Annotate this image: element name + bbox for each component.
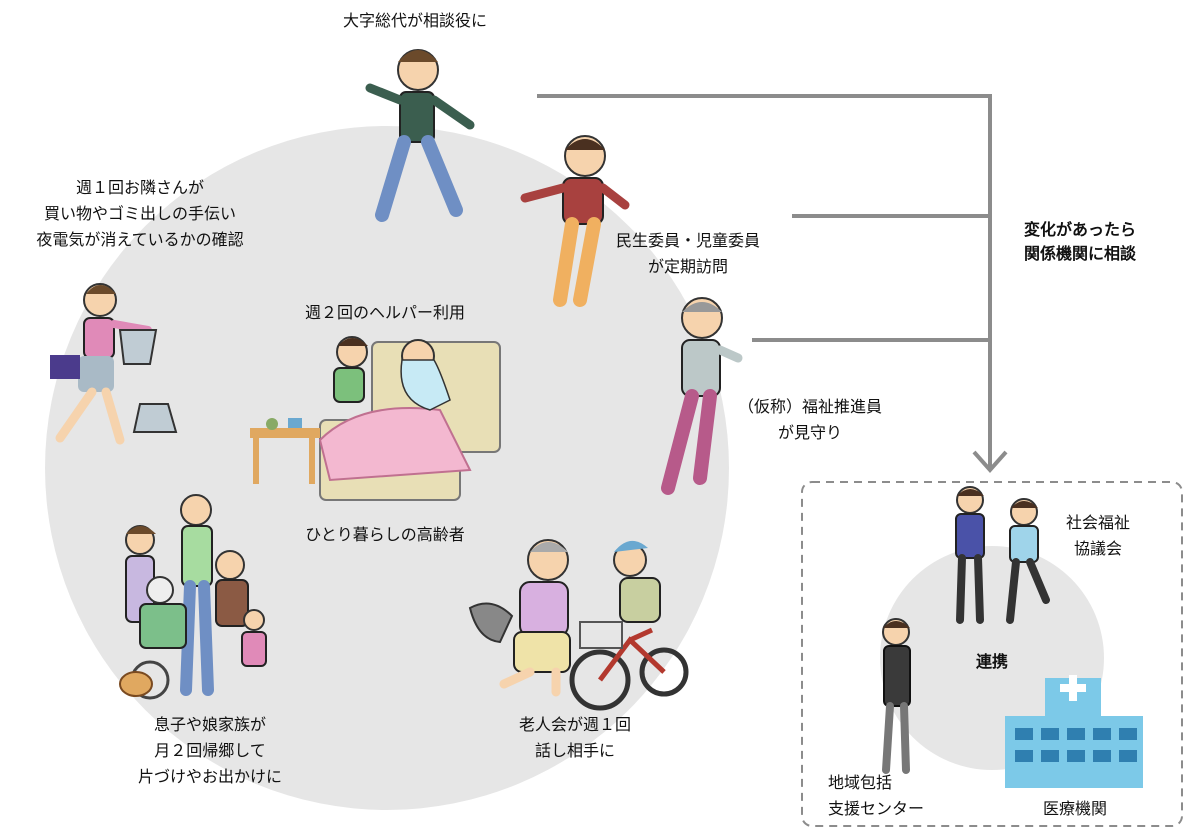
label-shakyo: 社会福祉 協議会	[1050, 510, 1146, 562]
label-shakyo-line-1: 社会福祉	[1065, 513, 1130, 532]
label-helper-line: 週２回のヘルパー利用	[304, 303, 465, 322]
label-elderly: ひとり暮らしの高齢者	[280, 522, 490, 548]
label-consult: 変化があったら 関係機関に相談	[1000, 218, 1160, 266]
label-helper: 週２回のヘルパー利用	[275, 300, 495, 326]
label-minsei-line-2: が定期訪問	[647, 257, 728, 276]
label-family: 息子や娘家族が 月２回帰郷して 片づけやお出かけに	[110, 712, 310, 790]
label-neighbor-line-1: 週１回お隣さんが	[75, 178, 204, 197]
label-neighbor-line-2: 買い物やゴミ出しの手伝い	[43, 204, 236, 223]
label-oaza-line: 大字総代が相談役に	[342, 11, 487, 30]
label-chiiki-line-1: 地域包括	[828, 773, 893, 792]
label-family-line-1: 息子や娘家族が	[153, 715, 266, 734]
label-consult-line-2: 関係機関に相談	[1023, 244, 1136, 263]
label-consult-line-1: 変化があったら	[1023, 220, 1136, 239]
label-elderly-line: ひとり暮らしの高齢者	[305, 525, 465, 544]
label-iryo: 医療機関	[1020, 796, 1130, 822]
label-roujin-line-1: 老人会が週１回	[518, 715, 631, 734]
hospital-icon	[1005, 675, 1143, 788]
chiiki-staff-figure	[882, 618, 911, 774]
connector-lines	[537, 94, 1008, 474]
label-family-line-2: 月２回帰郷して	[154, 741, 266, 760]
label-suishin: （仮称）福祉推進員 が見守り	[724, 394, 896, 446]
label-suishin-line-1: （仮称）福祉推進員	[737, 397, 882, 416]
welfare-promoter-figure	[661, 297, 743, 495]
oaza-representative-figure	[365, 49, 475, 222]
label-iryo-line: 医療機関	[1042, 799, 1107, 818]
label-chiiki-line-2: 支援センター	[828, 799, 925, 818]
label-renkei-line: 連携	[975, 652, 1008, 671]
label-minsei-line-1: 民生委員・児童委員	[615, 231, 760, 250]
helper-and-elderly-figure	[250, 336, 501, 501]
label-neighbor-line-3: 夜電気が消えているかの確認	[36, 230, 244, 249]
label-roujin: 老人会が週１回 話し相手に	[490, 712, 660, 764]
senior-club-figures	[468, 539, 689, 711]
label-minsei: 民生委員・児童委員 が定期訪問	[596, 228, 780, 280]
label-neighbor: 週１回お隣さんが 買い物やゴミ出しの手伝い 夜電気が消えているかの確認	[0, 175, 280, 253]
label-family-line-3: 片づけやお出かけに	[137, 767, 282, 786]
label-roujin-line-2: 話し相手に	[534, 741, 615, 760]
agencies-box	[801, 481, 1183, 827]
label-chiiki: 地域包括 支援センター	[828, 770, 958, 822]
neighbor-figure	[50, 283, 178, 445]
minsei-figure	[520, 135, 630, 307]
label-suishin-line-2: が見守り	[777, 423, 842, 442]
label-shakyo-line-2: 協議会	[1073, 539, 1122, 558]
label-renkei: 連携	[960, 650, 1024, 674]
shakyo-staff-figures	[955, 486, 1050, 624]
family-figures	[119, 494, 267, 700]
label-oaza: 大字総代が相談役に	[300, 8, 530, 34]
